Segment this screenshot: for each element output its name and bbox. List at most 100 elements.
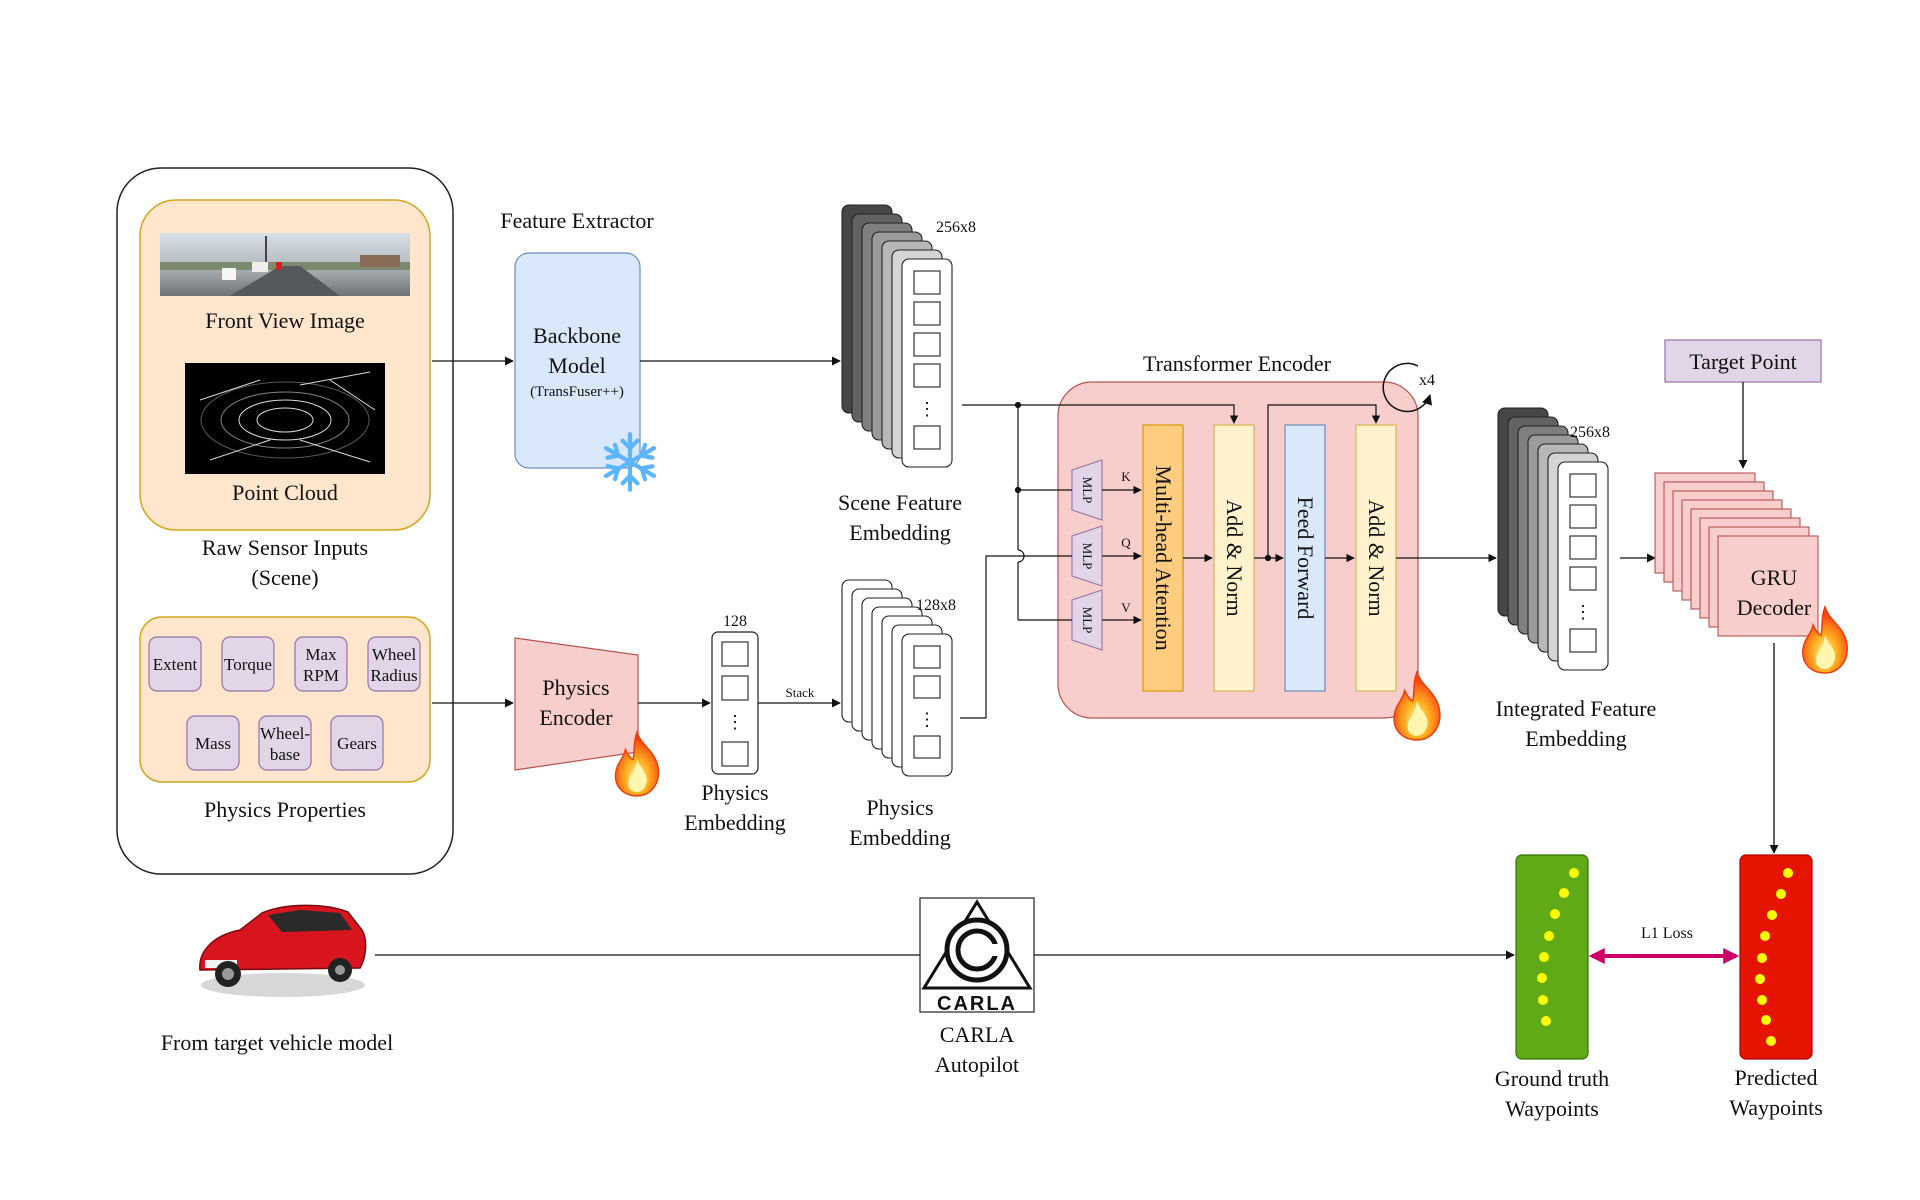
predicted-label-1: Predicted <box>1734 1065 1817 1090</box>
waypoint-dot <box>1559 888 1569 898</box>
scene-embedding-cell <box>913 301 941 326</box>
physics-property-box <box>186 715 240 771</box>
transformer-title: Transformer Encoder <box>1143 351 1332 376</box>
repeat-loop-icon <box>1382 362 1432 413</box>
integrated-embedding-label-2: Embedding <box>1525 726 1626 751</box>
raw-inputs-title-2: (Scene) <box>251 565 318 590</box>
vehicle-label: From target vehicle model <box>161 1030 393 1055</box>
l1-loss-label: L1 Loss <box>1641 925 1693 942</box>
physics-property-label: Radius <box>370 666 417 685</box>
physics-vector-cell <box>721 741 749 767</box>
physics-property-label: base <box>270 745 300 764</box>
waypoint-dot <box>1539 952 1549 962</box>
integrated-embedding-ellipsis: ⋮ <box>1574 602 1592 622</box>
mlp-block <box>1071 589 1103 651</box>
physics-embedding-stack: ⋮ <box>841 579 953 777</box>
scene-embedding-dims: 256x8 <box>936 219 976 236</box>
scene-embedding-cell <box>913 270 941 295</box>
feed-forward-block <box>1284 424 1326 692</box>
physics-stack-cell <box>913 675 941 699</box>
physics-stack-dims: 128x8 <box>916 597 956 614</box>
waypoint-dot <box>1757 995 1767 1005</box>
physics-property-box <box>258 715 312 771</box>
stack-label: Stack <box>786 685 815 700</box>
carla-logo-text: CARLA <box>937 993 1017 1015</box>
physics-properties-title: Physics Properties <box>204 797 366 822</box>
scene-embedding-stack: ⋮ <box>841 204 953 468</box>
scene-embedding-ellipsis: ⋮ <box>918 399 936 419</box>
carla-label-2: Autopilot <box>935 1052 1019 1077</box>
waypoint-dot <box>1767 910 1777 920</box>
predicted-waypoint-dots <box>1755 868 1793 1046</box>
physics-stack-ellipsis: ⋮ <box>918 710 936 730</box>
scene-embedding-cell <box>913 363 941 388</box>
physics-property-box <box>294 636 348 692</box>
physics-vector-label-2: Embedding <box>684 810 785 835</box>
multi-head-attention-block <box>1142 424 1184 692</box>
target-point-box <box>1664 339 1822 383</box>
front-view-image <box>160 233 410 296</box>
integrated-embedding-cell <box>1569 566 1597 591</box>
integrated-embedding-cell <box>1569 473 1597 498</box>
add-norm-2-label: Add & Norm <box>1364 499 1389 616</box>
front-view-label: Front View Image <box>205 308 365 333</box>
add-norm-1-label: Add & Norm <box>1222 499 1247 616</box>
waypoint-dot <box>1755 974 1765 984</box>
ground-truth-waypoint-dots <box>1537 868 1579 1026</box>
repeat-count: x4 <box>1419 372 1435 389</box>
scene-embedding-cell <box>913 332 941 357</box>
physics-property-box <box>367 636 421 692</box>
backbone-label-3: (TransFuser++) <box>530 384 624 400</box>
ground-truth-label-2: Waypoints <box>1505 1096 1599 1121</box>
backbone-label-2: Model <box>548 353 605 378</box>
mlp-label: MLP <box>1080 477 1095 504</box>
value-label: V <box>1121 600 1131 615</box>
physics-property-label: Gears <box>337 734 377 753</box>
physics-stack-cell <box>913 735 941 759</box>
waypoint-dot <box>1757 953 1767 963</box>
physics-vector-cell <box>721 675 749 701</box>
physics-property-label: Torque <box>224 655 272 674</box>
physics-property-label: RPM <box>303 666 339 685</box>
gru-label-2: Decoder <box>1737 595 1812 620</box>
physics-property-label: Wheel <box>372 645 417 664</box>
scene-embedding-label-2: Embedding <box>849 520 950 545</box>
carla-label-1: CARLA <box>940 1022 1015 1047</box>
physics-property-label: Mass <box>195 734 231 753</box>
waypoint-dot <box>1760 931 1770 941</box>
physics-property-label: Extent <box>153 655 198 674</box>
integrated-embedding-stack: ⋮ <box>1497 407 1609 671</box>
waypoint-dot <box>1550 909 1560 919</box>
waypoint-dot <box>1776 889 1786 899</box>
physics-encoder-box <box>514 637 639 771</box>
gru-label-1: GRU <box>1751 565 1798 590</box>
physics-vector-cell <box>721 641 749 667</box>
query-label: Q <box>1121 535 1131 550</box>
predicted-label-2: Waypoints <box>1729 1095 1823 1120</box>
carla-logo <box>919 897 1035 1013</box>
gru-decoder-stack <box>1654 472 1819 637</box>
waypoint-dot <box>1541 1016 1551 1026</box>
physics-property-label: Max <box>305 645 337 664</box>
physics-encoder-label-1: Physics <box>542 675 609 700</box>
scene-embedding-cell <box>913 425 941 450</box>
waypoint-dot <box>1538 995 1548 1005</box>
backbone-label-1: Backbone <box>533 323 621 348</box>
integrated-embedding-cell <box>1569 504 1597 529</box>
raw-inputs-title-1: Raw Sensor Inputs <box>202 535 368 560</box>
waypoint-dot <box>1783 868 1793 878</box>
waypoint-dot <box>1537 973 1547 983</box>
integrated-embedding-dims: 256x8 <box>1570 424 1610 441</box>
integrated-embedding-cell <box>1569 628 1597 653</box>
point-cloud-image <box>185 363 385 474</box>
waypoint-dot <box>1569 868 1579 878</box>
ground-truth-waypoints-box <box>1515 854 1589 1060</box>
key-label: K <box>1121 469 1131 484</box>
physics-vector-cells: ⋮ <box>721 641 749 767</box>
physics-property-box <box>330 715 384 771</box>
mlp-block <box>1071 525 1103 587</box>
physics-property-box <box>148 636 202 692</box>
